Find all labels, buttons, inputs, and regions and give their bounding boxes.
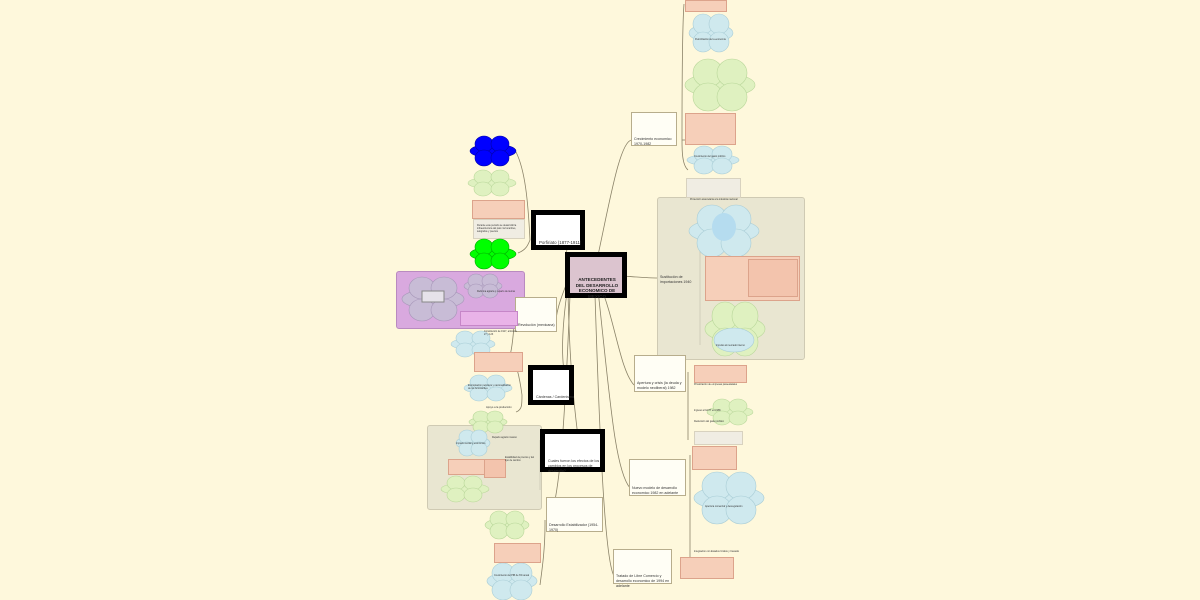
note-peach-top bbox=[685, 0, 727, 12]
cloud-lightblue-left-2 bbox=[463, 374, 513, 402]
cloud-lightblue-region-right bbox=[688, 204, 760, 258]
note-crecimiento-2: Crecimiento del gasto público bbox=[694, 155, 726, 158]
central-topic[interactable]: ANTECEDENTES DEL DESARROLLO ECONOMICO DE… bbox=[565, 252, 627, 299]
branch-sustitucion: Sustitución de importaciones 1940 bbox=[658, 270, 700, 286]
cloud-lightgreen-bottom bbox=[484, 510, 530, 540]
cloud-grey-purple bbox=[401, 276, 465, 322]
note-crecimiento-1: Petrolización de la economía bbox=[695, 38, 726, 41]
cloud-purple-small bbox=[463, 273, 503, 299]
note-porfiriato: Durante este periodo se desarrolló la in… bbox=[473, 219, 525, 239]
note-grey-apertura bbox=[694, 431, 743, 445]
cloud-lightblue-region bbox=[455, 429, 491, 457]
note-cardenas-1: Expropiación petrolera y nacionalización… bbox=[468, 384, 511, 390]
note-cardenas-3: Apoyo a la producción bbox=[486, 406, 512, 409]
note-porfiriato-text: Durante este periodo se desarrolló la in… bbox=[477, 224, 517, 233]
cloud-lightblue-top bbox=[688, 13, 734, 53]
note-apertura-2: Ingreso al GATT en 1986 bbox=[694, 409, 721, 412]
note-cardenas-2: Reparto agrario masivo bbox=[492, 436, 517, 439]
branch-porfiriato-label: Porfiriato (1877-1911) bbox=[539, 240, 582, 245]
cloud-lightgreen-region bbox=[440, 475, 490, 503]
branch-tlc[interactable]: Tratado de Libre Comercio y desarrollo e… bbox=[613, 549, 672, 588]
note-peach-nuevo bbox=[692, 446, 737, 470]
branch-nuevo-label: Nuevo modelo de desarrollo economico 198… bbox=[632, 486, 679, 495]
note-apertura-1: Privatización de empresas paraestatales bbox=[694, 383, 738, 386]
note-sustitucion-2: Impulso al mercado interno bbox=[716, 344, 745, 347]
note-peach-tlc bbox=[680, 557, 734, 579]
note-sustitucion-1: Protección arancelaria a la industria na… bbox=[690, 198, 738, 201]
note-tlc-1: Integración con Estados Unidos y Canadá bbox=[694, 550, 739, 553]
note-peach-purple bbox=[460, 311, 518, 326]
branch-cardenas[interactable]: Cárdenas / Cardenismo bbox=[528, 365, 574, 405]
branch-revolucion-label: Revolución (mexicana) bbox=[518, 323, 555, 327]
cloud-lightgreen bbox=[467, 169, 517, 197]
cloud-lightblue-nuevo bbox=[693, 471, 765, 525]
note-peach-2 bbox=[474, 352, 523, 372]
branch-cuales[interactable]: Cuales fueron los efectos de los cambios… bbox=[540, 429, 605, 473]
branch-apertura[interactable]: Apertura y crisis (la deuda y modelo neo… bbox=[634, 355, 686, 392]
note-region: Impacto social y económico bbox=[456, 442, 486, 445]
cloud-lightgreen-region-right bbox=[704, 301, 766, 357]
branch-crecimiento-label: Crecimiento economico 1970-1982 bbox=[634, 137, 672, 146]
note-peach-apertura bbox=[694, 365, 747, 383]
branch-nuevo[interactable]: Nuevo modelo de desarrollo economico 198… bbox=[629, 459, 686, 496]
note-revolucion-1: Reforma agraria y reparto de tierras bbox=[477, 290, 516, 293]
note-desarrollo-2: Crecimiento del PIB de 6% anual bbox=[494, 574, 530, 577]
note-nuevo-1: Apertura comercial y desregulación bbox=[705, 505, 743, 508]
note-peach-bottom bbox=[494, 543, 541, 563]
branch-revolucion[interactable]: Revolución (mexicana) bbox=[515, 297, 557, 332]
branch-apertura-label: Apertura y crisis (la deuda y modelo neo… bbox=[637, 381, 682, 390]
cloud-lightgreen-top bbox=[684, 58, 756, 112]
central-topic-title: ANTECEDENTES DEL DESARROLLO ECONOMICO DE… bbox=[575, 277, 619, 299]
cloud-lightblue-top-2 bbox=[686, 145, 740, 175]
note-desarrollo-1: Estabilidad de precios y del tipo de cam… bbox=[505, 456, 535, 462]
note-peach-top-2 bbox=[685, 113, 736, 145]
note-apertura-3: Reducción del gasto público bbox=[694, 420, 724, 423]
cloud-lightblue-bottom bbox=[486, 563, 538, 600]
branch-sustitucion-label: Sustitución de importaciones 1940 bbox=[660, 275, 692, 284]
cloud-blue bbox=[469, 135, 517, 167]
cloud-green bbox=[469, 238, 517, 270]
branch-cuales-label: Cuales fueron los efectos de los cambios… bbox=[548, 459, 600, 473]
branch-porfiriato[interactable]: Porfiriato (1877-1911) bbox=[531, 210, 585, 250]
branch-desarrollo[interactable]: Desarrollo Estabilizador (1954-1970) bbox=[546, 497, 603, 532]
branch-crecimiento[interactable]: Crecimiento economico 1970-1982 bbox=[631, 112, 677, 146]
branch-cardenas-label: Cárdenas / Cardenismo bbox=[536, 395, 574, 399]
note-peach-1 bbox=[472, 200, 525, 219]
note-revolucion-2: Constitución de 1917, artículos 27 y 123 bbox=[484, 330, 517, 336]
cloud-lightgreen-apertura bbox=[706, 398, 754, 426]
note-peach-region-2 bbox=[484, 459, 506, 478]
branch-desarrollo-label: Desarrollo Estabilizador (1954-1970) bbox=[549, 523, 599, 532]
note-grey-top bbox=[686, 178, 741, 198]
cloud-lightgreen-left bbox=[468, 410, 508, 434]
branch-tlc-label: Tratado de Libre Comercio y desarrollo e… bbox=[616, 574, 670, 588]
note-peach-region-right-inner bbox=[748, 259, 798, 297]
